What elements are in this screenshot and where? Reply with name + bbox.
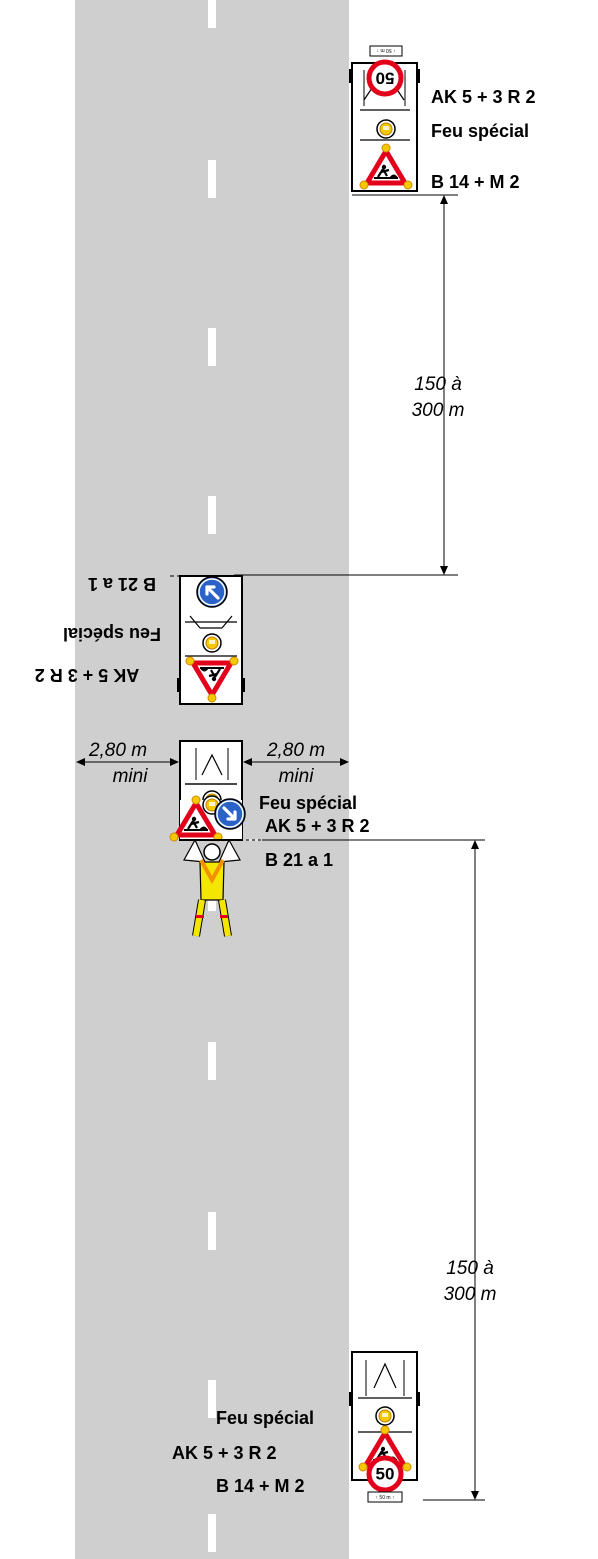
bottom-panel-strip	[367, 1491, 403, 1503]
rotated-vehicle	[170, 575, 245, 705]
svg-text:50: 50	[376, 1465, 395, 1484]
lower-vehicle-panel-label: B 21 a 1	[265, 850, 333, 870]
lower-vehicle-signs-label: AK 5 + 3 R 2	[265, 816, 370, 836]
lower-distance-dimension	[246, 839, 485, 1501]
rotated-vehicle-panel-label: B 21 a 1	[88, 574, 156, 594]
rotated-vehicle-light-label: Feu spécial	[63, 624, 161, 644]
bottom-vehicle-signs-label: AK 5 + 3 R 2	[172, 1443, 277, 1463]
rotated-vehicle-signs-label: AK 5 + 3 R 2	[35, 665, 140, 685]
flashing-light-icon	[375, 1406, 395, 1426]
lower-vehicle-signs	[170, 783, 247, 841]
top-vehicle-light-label: Feu spécial	[431, 121, 529, 141]
lower-vehicle-light-label: Feu spécial	[259, 793, 357, 813]
width-right-value: 2,80 m	[266, 740, 325, 761]
speed-limit-50-icon: 50	[366, 59, 404, 97]
top-vehicle-panel-label: B 14 + M 2	[431, 172, 520, 192]
top-vehicle: 50 ↑ 50 m ↑	[349, 45, 420, 192]
upper-distance-dimension	[234, 194, 458, 576]
svg-text:50: 50	[376, 69, 395, 88]
speed-limit-50-icon: 50	[366, 1455, 404, 1493]
svg-text:↑ 50 m ↑: ↑ 50 m ↑	[376, 1495, 395, 1501]
top-vehicle-signs-label: AK 5 + 3 R 2	[431, 87, 536, 107]
bottom-vehicle-panel-label: B 14 + M 2	[216, 1476, 305, 1496]
upper-distance-line1: 150 à	[414, 374, 462, 395]
width-right-qualifier: mini	[279, 766, 315, 787]
width-left-qualifier: mini	[113, 766, 149, 787]
lane-width-dimensions	[76, 758, 349, 766]
lower-distance-line1: 150 à	[446, 1258, 494, 1279]
lower-distance-line2: 300 m	[444, 1284, 497, 1305]
flashing-light-icon	[202, 633, 222, 653]
bottom-vehicle-light-label: Feu spécial	[216, 1408, 314, 1428]
top-panel-strip	[369, 45, 403, 57]
flashing-light-icon	[376, 119, 396, 139]
upper-distance-line2: 300 m	[412, 400, 465, 421]
keep-right-arrow-icon	[195, 575, 229, 609]
bottom-vehicle: 50 ↑ 50 m ↑	[349, 1351, 420, 1503]
width-left-value: 2,80 m	[88, 740, 147, 761]
keep-right-arrow-icon	[213, 797, 247, 831]
svg-text:↑ 50 m ↑: ↑ 50 m ↑	[377, 47, 396, 53]
